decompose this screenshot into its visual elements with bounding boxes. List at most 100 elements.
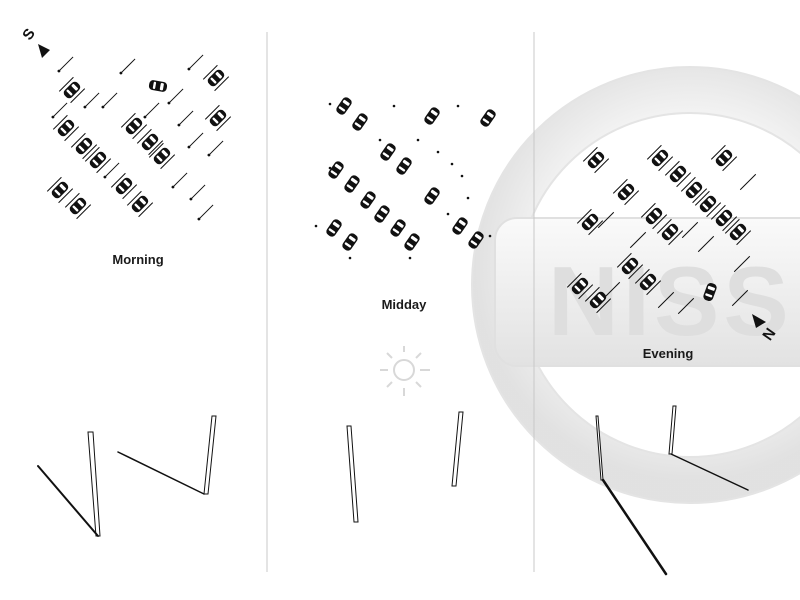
- pole: [668, 405, 677, 455]
- car-icon: [202, 64, 230, 92]
- compass-arrow-icon: [38, 44, 50, 58]
- parking-dot: [446, 212, 450, 216]
- parking-line: [189, 184, 206, 201]
- parking-line: [731, 289, 749, 307]
- parking-dot: [436, 150, 440, 154]
- parking-line: [101, 92, 118, 109]
- pole: [451, 411, 464, 487]
- parking-line: [187, 132, 204, 149]
- car-icon: [584, 286, 612, 314]
- pole-shadow: [117, 451, 205, 495]
- car-icon: [664, 160, 692, 188]
- car-icon: [148, 79, 168, 93]
- car-icon: [422, 185, 442, 207]
- car-icon: [478, 107, 498, 129]
- parking-line: [83, 92, 100, 109]
- car-icon: [46, 176, 74, 204]
- parking-dot: [460, 174, 464, 178]
- parking-dot: [328, 166, 332, 170]
- parking-dot: [450, 162, 454, 166]
- car-icon: [126, 190, 154, 218]
- parking-line: [739, 173, 757, 191]
- parking-line: [697, 235, 715, 253]
- car-icon: [358, 189, 378, 211]
- watermark-logo: NISS: [471, 66, 800, 504]
- car-icon: [350, 111, 370, 133]
- pole-shadow: [37, 465, 99, 537]
- car-icon: [450, 215, 470, 237]
- panel-label-morning: Morning: [112, 252, 164, 267]
- parking-line: [57, 56, 74, 73]
- sun-icon: [380, 346, 430, 396]
- car-icon: [612, 178, 640, 206]
- parking-line: [171, 172, 188, 189]
- car-icon: [566, 272, 594, 300]
- parking-line: [197, 204, 214, 221]
- car-icon: [148, 142, 176, 170]
- logo-text: NISS: [548, 246, 793, 356]
- car-icon: [694, 190, 722, 218]
- car-icon: [324, 217, 344, 239]
- parking-line: [677, 297, 695, 315]
- pole: [346, 425, 359, 523]
- shadow-layer: [37, 405, 749, 576]
- parking-dot: [466, 196, 470, 200]
- car-icon: [120, 112, 148, 140]
- car-icon: [710, 144, 738, 172]
- panel-label-midday: Midday: [381, 297, 427, 312]
- pole-shadow: [601, 478, 668, 576]
- parking-line: [207, 140, 224, 157]
- car-icon: [378, 141, 398, 163]
- car-icon: [634, 268, 662, 296]
- car-icon: [70, 132, 98, 160]
- parking-dot: [488, 234, 492, 238]
- car-icon: [656, 218, 684, 246]
- car-icon: [340, 231, 360, 253]
- parking-dot: [392, 104, 396, 108]
- pole-shadow: [670, 453, 749, 491]
- car-icon: [58, 76, 86, 104]
- car-icon: [388, 217, 408, 239]
- parking-line: [681, 221, 699, 239]
- car-icon: [646, 144, 674, 172]
- parking-dot: [408, 256, 412, 260]
- car-icon: [394, 155, 414, 177]
- car-icon: [136, 128, 164, 156]
- car-icon: [724, 218, 752, 246]
- parking-line: [629, 231, 647, 249]
- car-icon: [64, 192, 92, 220]
- parking-line: [657, 291, 675, 309]
- panel-label-evening: Evening: [642, 346, 694, 361]
- car-icon: [372, 203, 392, 225]
- car-icon: [326, 159, 346, 181]
- parking-line: [103, 162, 120, 179]
- car-icon: [402, 231, 422, 253]
- parking-dot: [314, 224, 318, 228]
- parking-line: [187, 54, 204, 71]
- car-icon: [334, 95, 354, 117]
- car-icon: [204, 104, 232, 132]
- parking-dot: [456, 104, 460, 108]
- parking-line: [597, 211, 615, 229]
- car-icon: [422, 105, 442, 127]
- parking-dot: [348, 256, 352, 260]
- parking-line: [119, 58, 136, 75]
- car-icon: [680, 176, 708, 204]
- car-icon: [342, 173, 362, 195]
- car-icon: [52, 114, 80, 142]
- compass-arrow-icon: [752, 314, 766, 328]
- parking-dot: [416, 138, 420, 142]
- parking-dot: [378, 138, 382, 142]
- cars-layer: [46, 54, 757, 315]
- parking-line: [143, 102, 160, 119]
- car-icon: [616, 252, 644, 280]
- car-icon: [84, 146, 112, 174]
- pole: [203, 415, 217, 495]
- pole: [87, 431, 101, 537]
- car-icon: [582, 146, 610, 174]
- car-icon: [576, 208, 604, 236]
- car-icon: [640, 202, 668, 230]
- parking-line: [167, 88, 184, 105]
- parking-line: [603, 281, 621, 299]
